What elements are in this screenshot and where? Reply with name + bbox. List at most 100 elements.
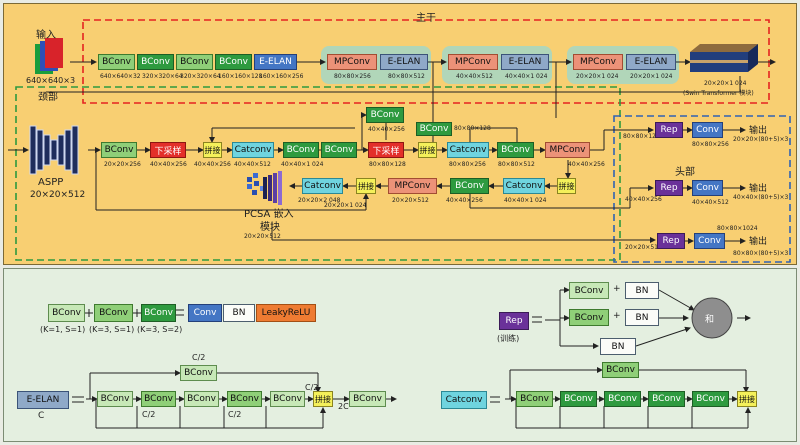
stage4-mp-size: 20×20×1 024 [576, 73, 619, 80]
legend-rep-plus-1: + [613, 284, 621, 294]
head-in-size-1: 80×80×128 [623, 133, 660, 140]
stage4-mpconv: MPConv [573, 54, 623, 70]
legend-elan-bconv-1: BConv [97, 391, 133, 407]
legend-rep-bn-2: BN [625, 309, 659, 326]
neck-side-bconv-mid: BConv [416, 122, 452, 136]
legend-catconv-bconv-4: BConv [648, 391, 685, 407]
stage3-mp-size: 40×40×512 [456, 73, 493, 80]
legend-elan-bconv-4: BConv [227, 391, 262, 407]
legend-elan: E-ELAN [17, 391, 69, 409]
legend-elan-half-3: C/2 [228, 410, 242, 419]
pcsa-label-2: 模块 [260, 222, 280, 233]
neck-concat-b: 拼接 [418, 142, 437, 158]
neck-mpconv-a-size: 40×40×256 [568, 161, 605, 168]
swin-size: 20×20×1 024 [704, 80, 747, 87]
neck-title: 颈部 [38, 92, 58, 103]
neck-bconv-c: BConv [321, 142, 357, 158]
legend-bconv-1: BConv [48, 304, 85, 322]
head-out-size-3: 80×80×(80+5)×3 [733, 250, 789, 257]
neck-concat-c-size: 20×20×1 024 [324, 202, 367, 209]
legend-catconv-bconv-5: BConv [692, 391, 729, 407]
stem-bconv-2: BConv [137, 54, 174, 70]
head-rep-1: Rep [655, 122, 683, 138]
neck-catconv-a: Catconv [232, 142, 274, 158]
stem-bconv-3: BConv [176, 54, 213, 70]
head-out-size-1: 20×20×(80+5)×3 [733, 136, 789, 143]
head-rep-2: Rep [655, 180, 683, 196]
neck-side-bconv-mid-size: 80×80×128 [454, 125, 491, 132]
neck-upsample-b: 下采样 [368, 142, 404, 158]
legend-elan-bconv-3: BConv [184, 391, 219, 407]
neck-catconv-c-size: 20×20×2 048 [298, 197, 341, 204]
legend-catconv-concat: 拼接 [737, 391, 757, 407]
stage4-elan: E-ELAN [626, 54, 676, 70]
input-image-icon [35, 38, 63, 74]
neck-bconv-a: BConv [101, 142, 137, 158]
neck-bconv-b: BConv [283, 142, 319, 158]
neck-mpconv-a: MPConv [545, 142, 590, 158]
legend-k2: (K=3, S=1) [89, 325, 135, 334]
stem-size-3: 320×320×64 [180, 73, 221, 80]
head-in-size-3: 20×20×512 [625, 244, 662, 251]
legend-catconv-bconv-3: BConv [604, 391, 641, 407]
stage3-elan-size: 40×40×1 024 [505, 73, 548, 80]
head-conv-size-2: 40×40×512 [692, 199, 729, 206]
head-out-size-2: 40×40×(80+5)×3 [733, 194, 789, 201]
legend-elan-half-top: C/2 [192, 353, 206, 362]
legend-catconv-top-bconv: BConv [602, 362, 639, 378]
legend-conv: Conv [188, 304, 222, 322]
legend-elan-half-4: C/2 [305, 383, 319, 392]
neck-concat-a-size: 40×40×256 [194, 161, 231, 168]
stage4-elan-size: 20×20×1 024 [630, 73, 673, 80]
stage2-mp-size: 80×80×256 [334, 73, 371, 80]
neck-catconv-d-size: 40×40×1 024 [504, 197, 547, 204]
neck-side-bconv-top-size: 40×40×256 [368, 126, 405, 133]
legend-elan-2c: 2C [338, 402, 349, 411]
legend-elan-out-bconv: BConv [349, 391, 386, 407]
swin-transformer-icon [690, 44, 758, 72]
legend-elan-c: C [38, 411, 45, 421]
legend-rep-bn-3: BN [600, 338, 636, 355]
legend-catconv: Catconv [441, 391, 487, 409]
backbone-title: 主干 [416, 13, 436, 24]
legend-bconv-2: BConv [94, 304, 133, 322]
legend-elan-top-bconv: BConv [180, 365, 217, 381]
stage2-mpconv: MPConv [327, 54, 377, 70]
legend-rep-bn-1: BN [625, 282, 659, 299]
neck-bconv-a-size: 20×20×256 [104, 161, 141, 168]
stage3-elan: E-ELAN [501, 54, 549, 70]
neck-bconv-e-size: 40×40×256 [446, 197, 483, 204]
neck-catconv-b: Catconv [447, 142, 489, 158]
head-conv-size-3: 80×80×1024 [717, 225, 758, 232]
pcsa-size: 20×20×512 [244, 233, 281, 240]
neck-concat-a: 拼接 [203, 142, 222, 158]
stem-bconv-1: BConv [98, 54, 135, 70]
pcsa-label: PCSA 嵌入 [244, 209, 294, 220]
legend-bconv-3: BConv [141, 304, 176, 322]
legend-rep-caption: (训练) [497, 334, 520, 343]
stem-size-1: 640×640×32 [100, 73, 141, 80]
head-conv-2: Conv [692, 180, 723, 196]
neck-side-bconv-top: BConv [366, 107, 404, 123]
sum-node [691, 297, 733, 339]
head-conv-3: Conv [694, 233, 725, 249]
pcsa-icon [247, 171, 282, 205]
head-frame [613, 115, 791, 263]
aspp-size: 20×20×512 [30, 190, 86, 200]
head-output-2: 输出 [749, 184, 768, 194]
legend-k1: (K=1, S=1) [40, 325, 86, 334]
swin-caption: (Swin Transformer 模块) [683, 90, 754, 97]
legend-elan-half-2: C/2 [142, 410, 156, 419]
aspp-label: ASPP [38, 177, 64, 188]
legend-rep-plus-2: + [613, 311, 621, 321]
neck-upsample-a-size: 40×40×256 [150, 161, 187, 168]
head-title: 头部 [675, 167, 695, 178]
head-output-1: 输出 [749, 126, 768, 136]
legend-elan-bconv-5: BConv [270, 391, 305, 407]
head-in-size-2: 40×40×256 [625, 196, 662, 203]
head-output-3: 输出 [749, 237, 768, 247]
neck-bconv-b-size: 40×40×1 024 [281, 161, 324, 168]
legend-panel [3, 268, 797, 442]
legend-k3: (K=3, S=2) [137, 325, 183, 334]
neck-upsample-b-size: 80×80×128 [369, 161, 406, 168]
